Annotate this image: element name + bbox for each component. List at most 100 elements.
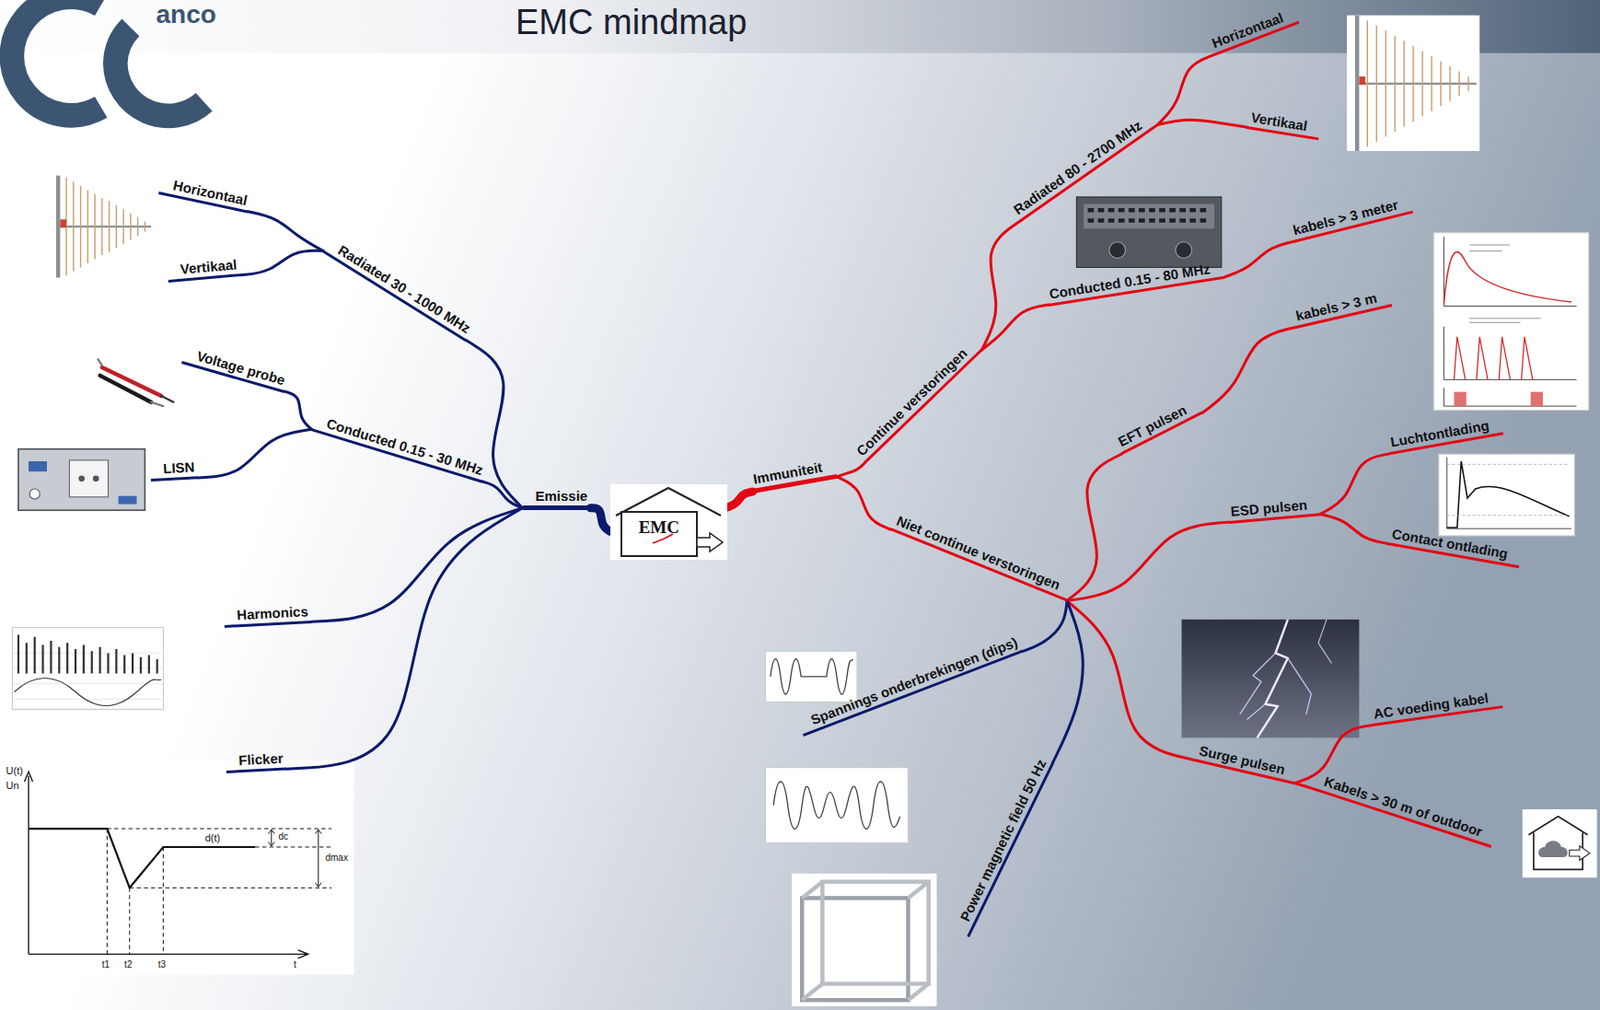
- mindmap-branch: [727, 491, 754, 508]
- outdoor-house-icon: [1528, 816, 1588, 870]
- branch-topic: kabels > 3 meter: [1288, 193, 1415, 244]
- branch-topic: Surge pulsen: [1194, 741, 1299, 785]
- mindmap-branch: [1023, 601, 1067, 652]
- outdoor-house-icon: [1522, 809, 1598, 878]
- branch-topic: Power magnetic field 50 Hz: [950, 753, 1055, 938]
- branch-topic: Contact ontlading: [1387, 524, 1522, 569]
- voltage-dip-picture: [765, 650, 858, 702]
- flicker-graph: [28, 950, 309, 959]
- lisn-picture: [29, 488, 40, 499]
- house-body: [621, 511, 697, 557]
- mindmap-branch: [1066, 601, 1195, 761]
- mindmap-branch: [1066, 521, 1229, 601]
- topic-label: Continue verstoringen: [853, 345, 972, 460]
- graph-label: dmax: [324, 852, 348, 863]
- branch-topic: Vertikaal: [166, 255, 241, 283]
- topic-label: Horizontaal: [171, 176, 249, 209]
- house-arrow: [696, 533, 723, 552]
- mindmap-branch: [1157, 119, 1247, 128]
- topic-label: Contact ontlading: [1391, 525, 1510, 563]
- mindmap-branch: [1320, 453, 1390, 515]
- branch-topic: kabels > 3 m: [1291, 286, 1392, 328]
- branch-topic: EFT pulsen: [1113, 395, 1203, 455]
- branch-topic: Horizontaal: [1206, 4, 1299, 57]
- voltage-probe-picture: [161, 395, 174, 403]
- branch-topic: Radiated 80 - 2700 MHz: [1008, 109, 1159, 223]
- voltage-dip-picture: [770, 659, 854, 695]
- outdoor-house-icon: [1569, 846, 1590, 861]
- company-logo: [115, 27, 204, 116]
- graph-label: U(t): [5, 765, 24, 777]
- flicker-graph: [1, 760, 354, 975]
- topic-label: kabels > 3 meter: [1291, 196, 1401, 239]
- graph-label: Un: [5, 779, 21, 791]
- mindmap-branch: [286, 508, 523, 770]
- branch-topic: Spannings onderbrekingen (dips): [797, 633, 1025, 737]
- lisn-picture: [118, 496, 138, 505]
- lightning-photo: [1240, 652, 1312, 719]
- helmholtz-frame-picture: [791, 873, 937, 1007]
- graph-label: t: [292, 959, 298, 970]
- lisn-picture: [28, 461, 47, 472]
- antenna-picture: [50, 175, 153, 279]
- mindmap-branch: [1320, 513, 1389, 544]
- cdn-device-picture: [1083, 204, 1215, 230]
- graph-label: d(t): [204, 832, 222, 844]
- lisn-picture: [18, 449, 145, 511]
- branch-topic: AC voeding kabel: [1369, 688, 1504, 728]
- branch-topic: Kabels > 30 m of outdoor: [1318, 772, 1497, 848]
- antenna-picture: [66, 177, 145, 276]
- topic-label: Horizontaal: [1209, 9, 1287, 52]
- outdoor-house-icon: [1538, 840, 1568, 858]
- branch-topic: Vertikaal: [1246, 108, 1322, 140]
- branch-topic: Continue verstoringen: [851, 336, 984, 465]
- mindmap-branch: [1225, 241, 1294, 277]
- graph-label: t1: [101, 959, 111, 970]
- branch-topic: Emissie: [522, 487, 592, 511]
- mindmap-branch: [1294, 783, 1319, 791]
- cdn-device-picture: [1076, 197, 1221, 267]
- flicker-graph: [24, 771, 34, 954]
- branch-topic: Immuniteit: [749, 457, 838, 495]
- topic-label: Flicker: [238, 750, 284, 770]
- flicker-graph: [1, 760, 354, 975]
- topic-label: Kabels > 30 m of outdoor: [1321, 773, 1485, 841]
- mindmap-branch: [312, 508, 523, 622]
- topic-label: Conducted 0.15 - 80 MHz: [1048, 260, 1212, 302]
- mindmap-branch: [284, 391, 312, 429]
- cdn-device-picture: [1175, 242, 1193, 259]
- eft-waveform-picture: [1453, 392, 1466, 407]
- eft-waveform-picture: [1453, 336, 1532, 381]
- cdn-device-picture: [1076, 197, 1221, 267]
- mindmap-branch: [836, 463, 865, 477]
- eft-waveform-picture: [1469, 244, 1542, 323]
- mindmap-branch: [465, 339, 522, 508]
- esd-waveform-picture: [1447, 457, 1572, 530]
- mindmap-branch: [1066, 453, 1123, 602]
- graph-label: dc: [277, 831, 290, 842]
- harmonics-picture: [11, 627, 163, 710]
- antenna-picture: [1367, 20, 1469, 147]
- branch-topic: Radiated 30 - 1000 MHz: [322, 234, 476, 342]
- antenna-picture: [1346, 15, 1480, 151]
- topic-label: kabels > 3 m: [1294, 289, 1379, 325]
- lisn-picture: [18, 449, 145, 511]
- lightning-photo: [1182, 619, 1360, 739]
- topic-label: Vertikaal: [179, 256, 238, 279]
- voltage-variation-picture: [765, 767, 908, 844]
- voltage-probe-picture: [150, 402, 163, 406]
- esd-waveform-picture: [1447, 461, 1570, 528]
- logo-text: anco: [154, 0, 217, 30]
- topic-label: Spannings onderbrekingen (dips): [809, 634, 1021, 730]
- antenna-picture: [1346, 15, 1480, 151]
- lightning-photo: [1182, 619, 1360, 739]
- branch-topic: Voltage probe: [181, 343, 290, 393]
- eft-waveform-picture: [1443, 236, 1577, 406]
- helmholtz-frame-picture: [801, 881, 928, 1001]
- topic-label: LISN: [162, 459, 196, 478]
- branch-topic: Luchtontlading: [1386, 415, 1504, 455]
- topic-label: ESD pulsen: [1229, 496, 1309, 520]
- company-logo: [11, 0, 102, 116]
